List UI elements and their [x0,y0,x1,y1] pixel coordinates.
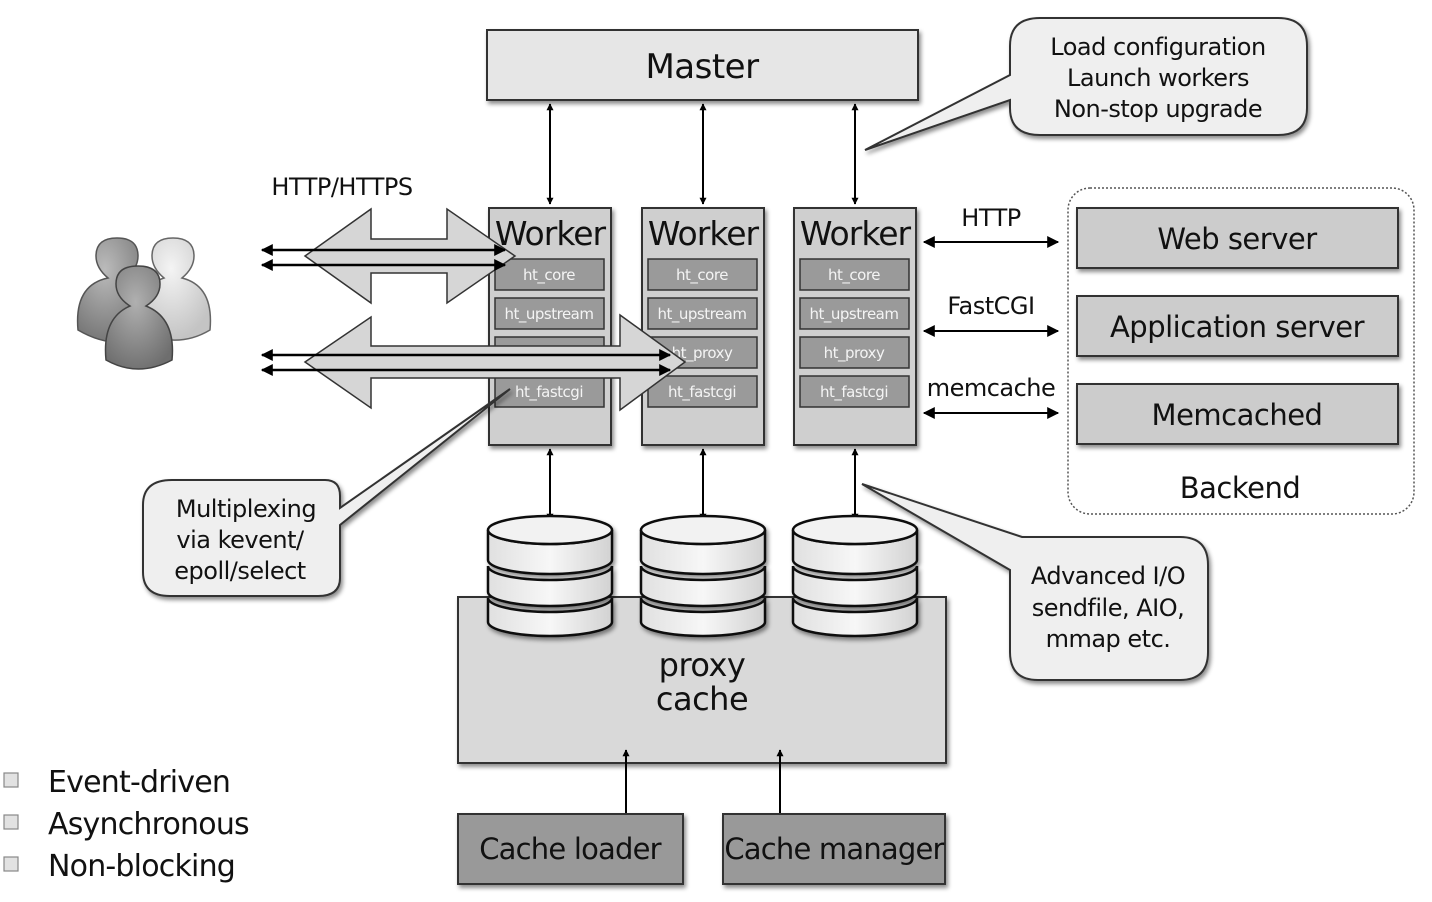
worker-module: ht_upstream [810,305,899,324]
io-callout: Advanced I/O sendfile, AIO, mmap etc. [861,483,1209,681]
master-box: Master [486,29,919,101]
worker-module: ht_fastcgi [820,383,888,402]
cache-loader-label: Cache loader [479,832,661,866]
io-callout-line: mmap etc. [1046,625,1171,653]
backend-box-label: Memcached [1152,398,1323,432]
io-callout-line: sendfile, AIO, [1032,594,1185,622]
master-worker-arrows [546,103,859,205]
io-callout-line: Advanced I/O [1031,562,1185,590]
worker-module: ht_fastcgi [668,383,736,402]
worker-module: ht_core [828,266,880,285]
bullet-square-icon [3,772,19,788]
feature-item: Non-blocking [48,849,235,884]
multiplex-callout-line: epoll/select [174,557,306,585]
users-icon [76,237,212,370]
feature-list: Event-driven Asynchronous Non-blocking [3,765,250,884]
worker-module: ht_core [523,266,575,285]
master-callout-line: Launch workers [1067,64,1249,92]
backend-box-label: Application server [1110,310,1365,344]
master-label: Master [645,47,759,87]
worker-box: Worker ht_core ht_upstream ht_fastcgi [488,207,612,446]
master-callout-line: Load configuration [1050,33,1265,61]
disk-cylinder-icon [791,514,919,638]
worker-module: ht_proxy [672,344,733,363]
master-callout-line: Non-stop upgrade [1054,95,1262,123]
proxy-cache-label: proxy [659,646,746,684]
disk-cylinder-icon [486,514,614,638]
worker-module: ht_proxy [824,344,885,363]
worker-box: Worker ht_core ht_upstream ht_proxy ht_f… [641,207,765,446]
multiplex-callout: Multiplexing via kevent/ epoll/select [142,388,511,597]
multiplex-callout-line: Multiplexing [176,495,316,523]
web-server-box: Web server [1076,207,1399,269]
disk-cylinder-icon [639,514,767,638]
client-worker-arrow [260,207,517,305]
disk-cylinders [486,514,919,638]
worker-module: ht_core [676,266,728,285]
backend-label: Backend [1180,471,1301,505]
feature-item: Event-driven [48,765,230,800]
cache-manager-box: Cache manager [722,813,946,885]
feature-item: Asynchronous [48,807,249,842]
protocol-label-fastcgi: FastCGI [947,292,1034,320]
backend-group: Web server Application server Memcached … [1067,187,1415,515]
cache-manager-label: Cache manager [724,832,944,866]
bullet-square-icon [3,856,19,872]
cache-loader-box: Cache loader [457,813,684,885]
master-callout: Load configuration Launch workers Non-st… [864,17,1308,151]
worker-label: Worker [648,214,760,253]
client-protocol-label: HTTP/HTTPS [271,173,412,201]
memcached-box: Memcached [1076,383,1399,445]
worker-box: Worker ht_core ht_upstream ht_proxy ht_f… [793,207,917,446]
backend-links: HTTP FastCGI memcache [922,204,1060,419]
worker-cache-arrows [546,448,859,521]
application-server-box: Application server [1076,295,1399,357]
worker-module: ht_upstream [505,305,594,324]
multiplex-callout-line: via kevent/ [176,526,305,554]
workers-group: Worker ht_core ht_upstream ht_fastcgi Wo… [488,207,917,446]
client-worker-arrow [260,313,687,412]
worker-label: Worker [800,214,912,253]
backend-box-label: Web server [1157,222,1317,256]
worker-module: ht_upstream [658,305,747,324]
worker-label: Worker [495,214,607,253]
protocol-label-http: HTTP [961,204,1020,232]
bullet-square-icon [3,814,19,830]
proxy-cache-label: cache [656,680,748,718]
protocol-label-memcache: memcache [927,374,1056,402]
worker-module: ht_fastcgi [515,383,583,402]
